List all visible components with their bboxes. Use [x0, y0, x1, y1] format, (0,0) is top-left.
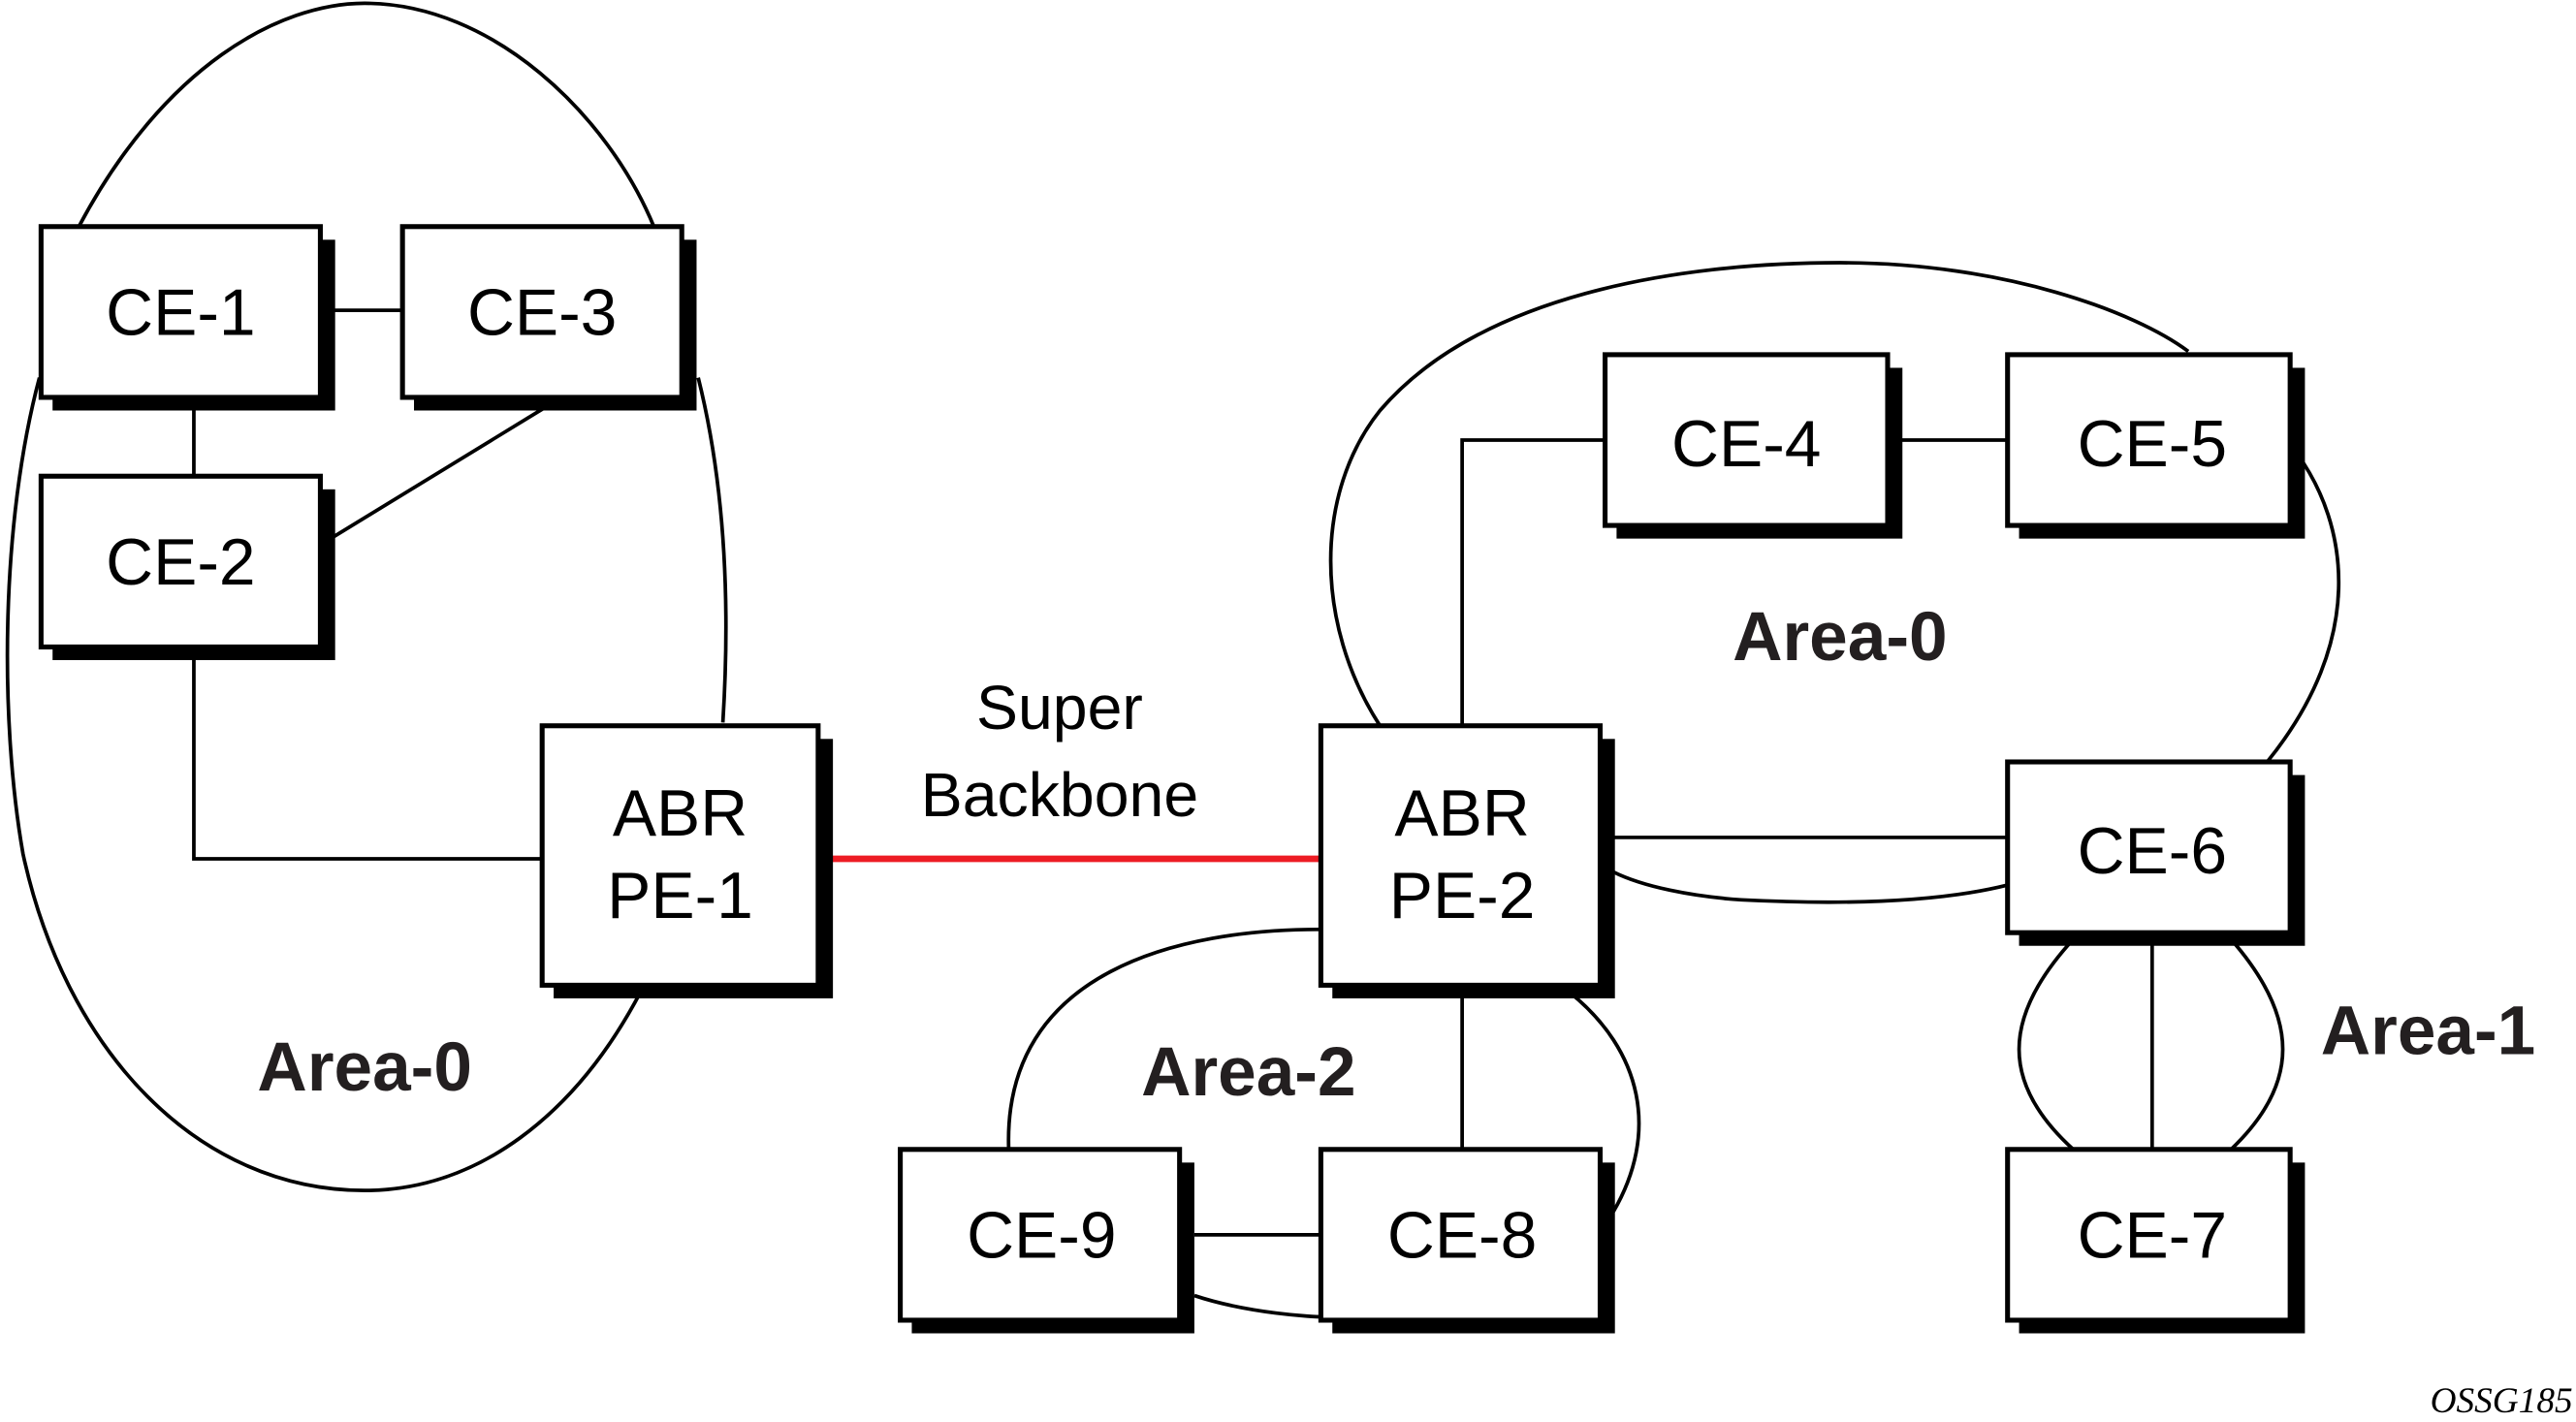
- node-ce6-label: CE-6: [2078, 815, 2227, 888]
- super-backbone-label-line1: Super: [976, 673, 1143, 743]
- node-ce3-label: CE-3: [467, 277, 617, 350]
- node-ce1[interactable]: CE-1: [38, 224, 335, 411]
- node-ce5[interactable]: CE-5: [2005, 352, 2306, 539]
- node-pe1-label-line1: ABR: [613, 777, 747, 850]
- area1-outline: [2017, 937, 2285, 1152]
- area0-left-outline: [5, 1, 728, 1193]
- node-ce5-label: CE-5: [2078, 408, 2227, 481]
- super-backbone-label-line2: Backbone: [921, 760, 1198, 830]
- node-pe1[interactable]: ABR PE-1: [539, 723, 834, 998]
- node-pe2-label-line2: PE-2: [1389, 860, 1536, 932]
- link-ce2-pe1: [192, 653, 543, 861]
- links: [192, 308, 2154, 1237]
- node-ce6[interactable]: CE-6: [2005, 759, 2306, 946]
- node-ce8[interactable]: CE-8: [1318, 1147, 1615, 1334]
- node-ce8-label: CE-8: [1387, 1200, 1537, 1273]
- area1-label: Area-1: [2321, 994, 2535, 1070]
- node-pe2[interactable]: ABR PE-2: [1318, 723, 1615, 998]
- node-ce9[interactable]: CE-9: [898, 1147, 1194, 1334]
- node-ce7-label: CE-7: [2078, 1200, 2227, 1273]
- node-ce9-label: CE-9: [967, 1200, 1116, 1273]
- area0-right-label: Area-0: [1733, 599, 1947, 676]
- figure-id: OSSG185: [2431, 1381, 2573, 1421]
- node-ce1-label: CE-1: [106, 277, 255, 350]
- node-ce2-label: CE-2: [106, 526, 255, 599]
- link-ce3-ce2: [324, 405, 547, 544]
- area2-outline: [1006, 927, 1641, 1319]
- area-outlines: [5, 1, 2341, 1319]
- node-ce7[interactable]: CE-7: [2005, 1147, 2306, 1334]
- area2-label: Area-2: [1141, 1034, 1355, 1111]
- node-ce4[interactable]: CE-4: [1602, 352, 1903, 539]
- area0-left-label: Area-0: [257, 1029, 471, 1106]
- node-ce4-label: CE-4: [1671, 408, 1821, 481]
- node-ce3[interactable]: CE-3: [399, 224, 697, 411]
- node-ce2[interactable]: CE-2: [38, 473, 335, 660]
- node-pe1-label-line2: PE-1: [607, 860, 753, 932]
- link-pe2-ce4: [1460, 438, 1606, 726]
- area0-right-outline: [1328, 261, 2341, 904]
- node-pe2-label-line1: ABR: [1394, 777, 1529, 850]
